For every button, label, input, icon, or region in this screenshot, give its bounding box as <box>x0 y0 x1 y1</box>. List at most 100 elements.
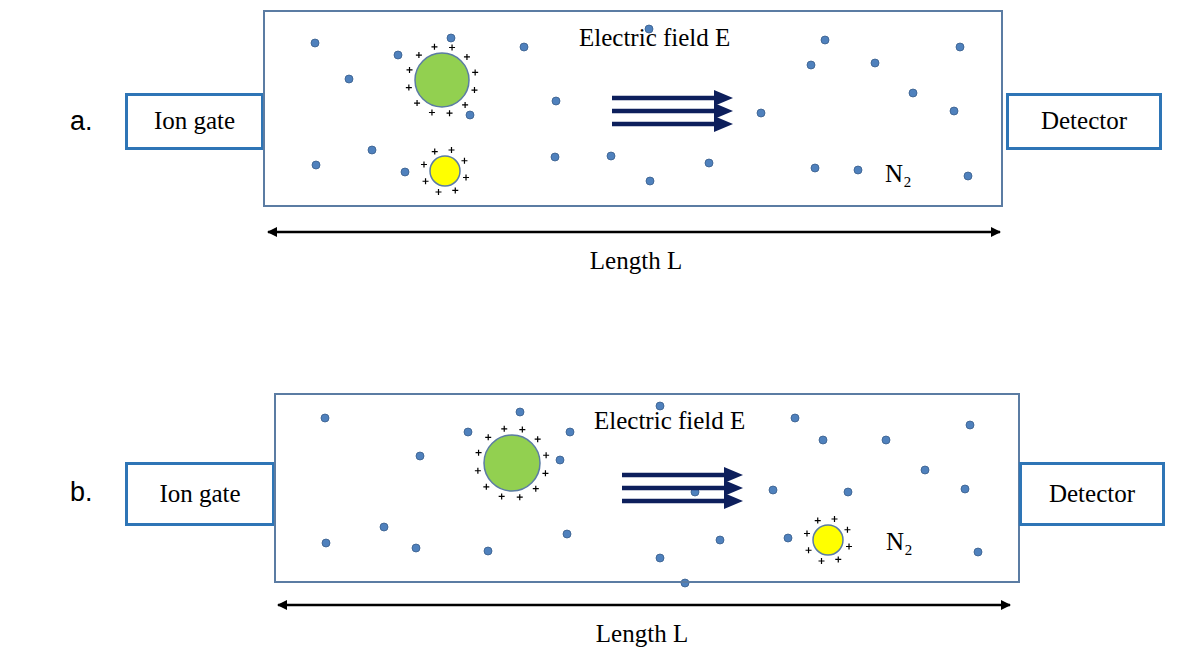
n2-molecule <box>401 168 409 176</box>
charge-plus <box>535 436 541 442</box>
box-label: Detector <box>1049 480 1135 509</box>
field-label: Electric field E <box>594 407 745 436</box>
charge-plus <box>461 158 467 164</box>
n2-molecule <box>394 51 402 59</box>
n2-molecule <box>950 107 958 115</box>
n2-molecule <box>311 39 319 47</box>
gas-label: N₂ <box>886 528 913 557</box>
n2-molecule <box>556 456 564 464</box>
dimension-label: Length L <box>596 620 688 649</box>
charge-plus <box>806 547 812 553</box>
n2-molecule <box>566 428 574 436</box>
charge-plus <box>818 558 824 564</box>
panel-label: b. <box>70 477 93 508</box>
n2-molecule <box>966 421 974 429</box>
n2-molecule <box>607 152 615 160</box>
field-label: Electric field E <box>579 24 730 53</box>
n2-molecule <box>807 61 815 69</box>
nitrogen-molecules <box>311 25 982 587</box>
n2-molecule <box>909 89 917 97</box>
charge-plus <box>499 493 505 499</box>
charge-plus <box>835 556 841 562</box>
n2-molecule <box>705 159 713 167</box>
charges <box>406 44 852 564</box>
charge-plus <box>472 69 478 75</box>
n2-molecule <box>516 408 524 416</box>
charge-plus <box>435 189 441 195</box>
charge-plus <box>449 45 455 51</box>
detector-box: Detector <box>1006 93 1162 150</box>
n2-molecule <box>466 111 474 119</box>
n2-molecule <box>563 530 571 538</box>
charge-plus <box>406 85 412 91</box>
charge-plus <box>804 530 810 536</box>
charge-plus <box>423 178 429 184</box>
box-label: Ion gate <box>159 480 240 509</box>
n2-molecule <box>681 579 689 587</box>
n2-molecule <box>769 486 777 494</box>
n2-molecule <box>956 43 964 51</box>
charge-plus <box>542 470 548 476</box>
n2-molecule <box>819 436 827 444</box>
charge-plus <box>501 426 507 432</box>
n2-molecule <box>312 161 320 169</box>
charge-plus <box>476 450 482 456</box>
n2-molecule <box>464 428 472 436</box>
charge-plus <box>846 544 852 550</box>
n2-molecule <box>791 414 799 422</box>
drift-tube: Electric field E N₂ <box>263 10 1003 207</box>
dimension-label: Length L <box>590 247 682 276</box>
n2-molecule <box>854 166 862 174</box>
drift-tube: Electric field E N₂ <box>274 393 1020 583</box>
charge-plus <box>844 527 850 533</box>
charge-plus <box>462 102 468 108</box>
n2-molecule <box>412 544 420 552</box>
n2-molecule <box>871 59 879 67</box>
charge-plus <box>432 149 438 155</box>
n2-molecule <box>380 523 388 531</box>
large-ion <box>484 435 540 491</box>
charge-plus <box>449 147 455 153</box>
n2-molecule <box>368 146 376 154</box>
n2-molecule <box>551 153 559 161</box>
box-label: Ion gate <box>154 107 235 136</box>
n2-molecule <box>716 536 724 544</box>
gas-label: N₂ <box>885 160 912 189</box>
n2-molecule <box>964 172 972 180</box>
charge-plus <box>533 486 539 492</box>
ion-gate-box: Ion gate <box>125 462 275 526</box>
ion-gate-box: Ion gate <box>125 93 264 150</box>
n2-molecule <box>447 34 455 42</box>
n2-molecule <box>882 436 890 444</box>
charge-plus <box>517 494 523 500</box>
charge-plus <box>543 452 549 458</box>
field-arrows <box>612 90 743 509</box>
charge-plus <box>483 484 489 490</box>
charge-plus <box>431 44 437 50</box>
charge-plus <box>485 434 491 440</box>
charge-plus <box>414 100 420 106</box>
charge-plus <box>832 516 838 522</box>
charge-plus <box>421 161 427 167</box>
n2-molecule <box>520 43 528 51</box>
charge-plus <box>815 518 821 524</box>
n2-molecule <box>844 488 852 496</box>
charge-plus <box>416 52 422 58</box>
charge-plus <box>519 427 525 433</box>
charge-plus <box>452 187 458 193</box>
n2-molecule <box>416 452 424 460</box>
small-ion <box>813 525 843 555</box>
charge-plus <box>447 110 453 116</box>
n2-molecule <box>646 177 654 185</box>
box-label: Detector <box>1041 107 1127 136</box>
n2-molecule <box>921 466 929 474</box>
n2-molecule <box>757 109 765 117</box>
detector-box: Detector <box>1019 462 1165 526</box>
ions <box>415 53 843 555</box>
charge-plus <box>464 54 470 60</box>
n2-molecule <box>961 485 969 493</box>
charge-plus <box>429 109 435 115</box>
small-ion <box>430 156 460 186</box>
n2-molecule <box>821 36 829 44</box>
charge-plus <box>471 87 477 93</box>
